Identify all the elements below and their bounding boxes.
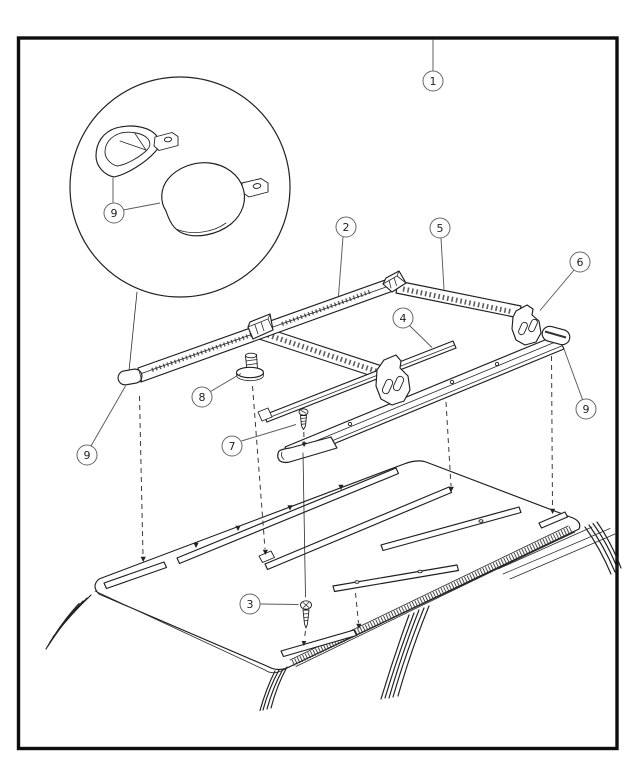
rail-end-cap [541,325,571,346]
roof-strip [538,511,569,529]
rear-crossbar [258,326,386,380]
callout-3: 3 [239,593,261,615]
callout-9-detail-leader-b [122,202,161,211]
roof-mount-strips [103,467,569,658]
rear-screw [300,600,312,646]
callout-9-left-label: 9 [84,449,91,462]
callout-8-leader [210,373,242,392]
callout-3-label: 3 [247,598,254,611]
rail-hole [347,421,353,427]
tab-hole [163,136,173,143]
rear-corner-pillar [584,521,622,575]
callout-9-right-leader [563,348,583,400]
callout-1-label: 1 [430,75,437,88]
windshield-pillar-left [45,594,92,650]
vehicle-roof [45,460,622,712]
roof-strip-front [280,629,358,658]
callout-6: 6 [569,251,591,273]
callout-5-label: 5 [437,222,444,235]
callout-2-label: 2 [343,221,350,234]
detail-pointer-line [128,291,138,372]
callout-4-leader [409,325,433,348]
rack-assembly [117,270,571,464]
callout-9-detail-label: 9 [111,207,118,220]
callout-6-leader [539,269,575,311]
rear-window-lines [497,526,616,580]
detail-circle-group [69,76,291,372]
roof-track-right [380,506,522,552]
assembly-axis-line [302,452,306,598]
crossbar-end-cap [117,368,143,386]
roof-edge-thickness [94,531,576,674]
callout-2-leader [338,236,344,297]
stanchion-slot [381,378,394,395]
end-cap-cover-top [161,162,269,237]
roof-panel [94,460,581,671]
alignment-lines [139,355,556,629]
track-end-pad [258,550,275,563]
callout-1: 1 [422,70,444,92]
strip-end-bracket [257,407,273,422]
rail-hole [449,379,455,385]
callout-2: 2 [335,216,357,238]
stanchion-slot [528,318,538,333]
callout-8: 8 [191,386,213,408]
side-rail-front-tip [277,436,338,464]
callout-8-label: 8 [199,391,206,404]
tab-hole [252,183,262,189]
figure-border [16,36,619,751]
roof-track-center [264,486,453,571]
callouts: 1 2 5 6 4 8 7 [76,39,597,615]
callout-7-label: 7 [229,440,236,453]
support-track-strip [257,340,457,423]
rail-hole [494,361,500,367]
callout-3-leader [259,603,299,605]
end-cap-cover-underside [95,125,179,178]
mid-pillar [380,605,430,700]
center-clamp-bracket [247,313,274,340]
callout-4-label: 4 [400,312,407,325]
callout-9-right-label: 9 [583,403,590,416]
roof-strip [332,564,460,593]
callout-6-label: 6 [577,256,584,269]
callout-5: 5 [429,217,451,239]
callout-5-leader [440,237,445,290]
center-stanchion [375,354,411,406]
side-rail-rear-bar [395,280,522,319]
rear-stanchion [511,304,542,346]
apex-clamp-bracket [382,270,407,293]
front-screw [298,408,309,447]
stanchion-slot [392,375,405,392]
roof-track-left [176,467,400,565]
stanchion-slot [518,321,528,336]
callout-7-leader [241,424,297,442]
callout-9-detail: 9 [103,202,125,224]
callout-9-right: 9 [575,398,597,420]
roof-strip [103,561,168,590]
callout-9-left-leader [90,385,126,447]
front-corner-pillar [259,666,288,712]
callout-9-left: 9 [76,444,98,466]
side-rail [277,334,565,464]
callout-4: 4 [392,307,414,329]
mounting-knob [235,352,265,382]
callout-7: 7 [221,435,243,457]
